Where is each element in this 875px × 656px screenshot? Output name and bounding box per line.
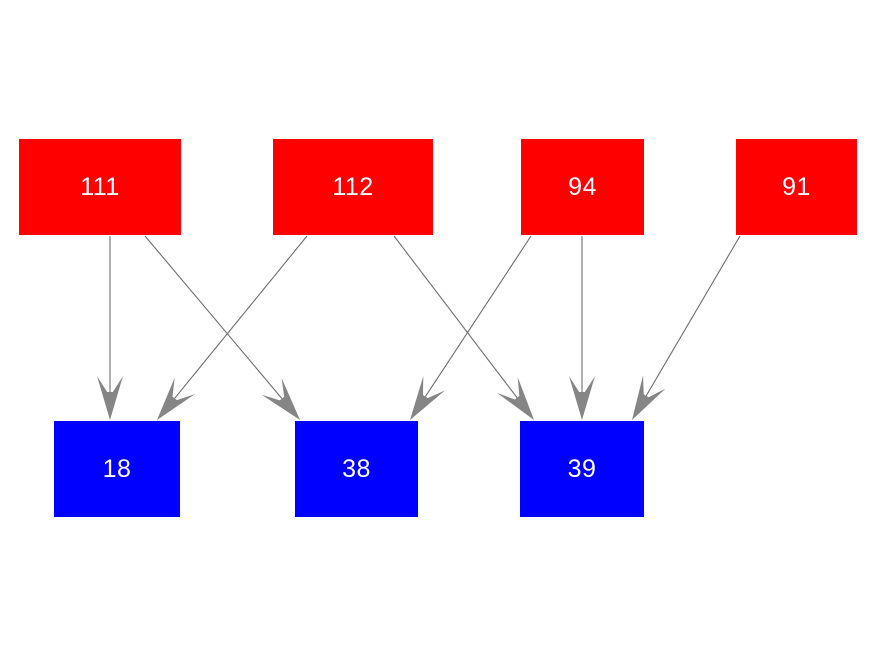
node-source-111[interactable]: 111	[19, 139, 181, 235]
node-label: 38	[342, 454, 371, 483]
edge-n112-to-n18	[157, 235, 308, 420]
edge-n94-to-n38	[410, 235, 532, 420]
edge-arrowhead-icon	[569, 376, 595, 420]
edge-arrowhead-icon	[97, 376, 123, 420]
edge-arrowhead-icon	[157, 377, 195, 420]
node-target-38[interactable]: 38	[295, 421, 418, 517]
edge-line	[645, 235, 741, 397]
node-label: 18	[102, 454, 132, 483]
edge-line	[393, 235, 518, 399]
node-label: 94	[568, 172, 597, 201]
edge-n91-to-n39	[632, 235, 741, 420]
edge-arrowhead-icon	[497, 377, 534, 420]
edge-n111-to-n38	[144, 235, 300, 420]
edge-arrowhead-icon	[632, 375, 666, 420]
edge-arrowhead-icon	[261, 377, 300, 420]
edge-n111-to-n18	[97, 236, 123, 420]
node-label: 91	[782, 172, 811, 201]
node-source-94[interactable]: 94	[521, 139, 644, 235]
edge-line	[174, 235, 308, 399]
edge-arrowhead-icon	[410, 376, 446, 420]
node-source-91[interactable]: 91	[736, 139, 857, 235]
node-target-39[interactable]: 39	[520, 421, 644, 517]
node-target-18[interactable]: 18	[54, 421, 180, 517]
edge-line	[144, 235, 283, 399]
node-source-112[interactable]: 112	[273, 139, 433, 235]
edge-line	[424, 235, 532, 397]
node-label: 112	[332, 172, 374, 201]
edge-n94-to-n39	[569, 236, 595, 420]
edge-n112-to-n39	[393, 235, 534, 420]
node-label: 39	[567, 454, 597, 483]
node-label: 111	[80, 172, 120, 201]
